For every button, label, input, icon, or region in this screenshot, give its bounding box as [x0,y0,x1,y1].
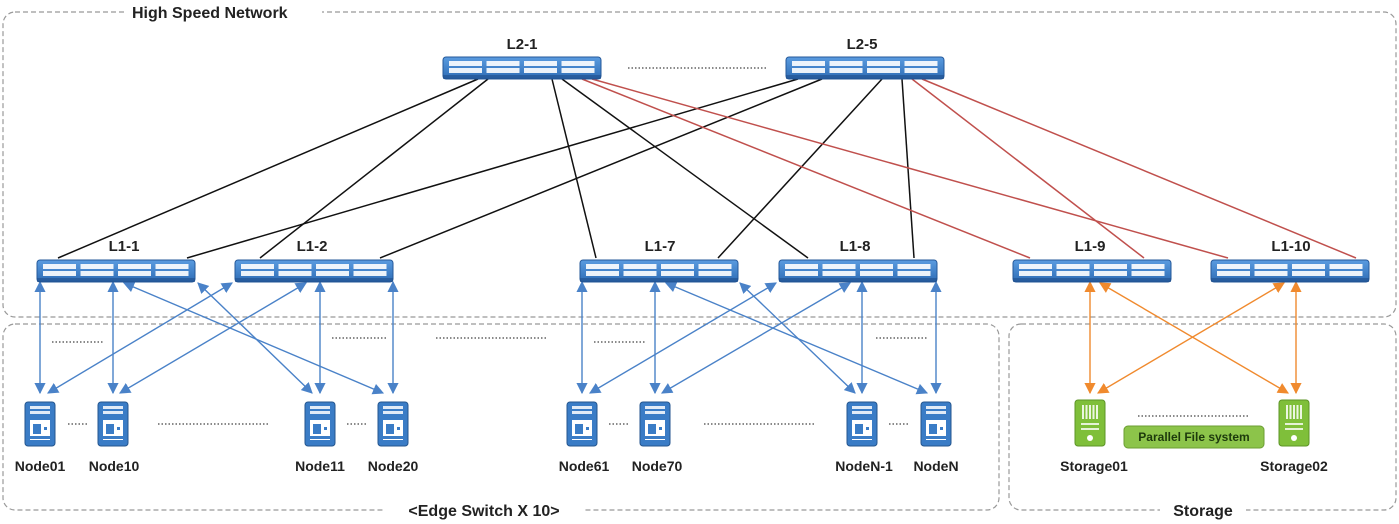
storage-label-storage01: Storage01 [1060,458,1128,474]
storage-server-storage01-icon [1074,399,1106,447]
server-noden-icon [920,401,952,447]
server-layer [24,399,1310,447]
node-label-node70: Node70 [632,458,683,474]
switch-label-l1-9: L1-9 [1075,238,1106,255]
server-node10-icon [97,401,129,447]
storage-group [1008,323,1397,511]
node-label-node61: Node61 [559,458,610,474]
switch-label-l1-8: L1-8 [840,238,871,255]
switch-label-l1-2: L1-2 [297,238,328,255]
switch-l1-8-icon [778,259,938,283]
switch-l2-1-icon [442,56,602,80]
storage-server-storage02-icon [1278,399,1310,447]
parallel-file-system-label: Parallel File system [1138,430,1249,444]
switch-label-l2-5: L2-5 [847,36,878,53]
node-label-noden: NodeN [913,458,958,474]
storage-links [1084,280,1302,395]
switch-layer [36,56,1370,283]
switch-l1-2-icon [234,259,394,283]
server-node20-icon [377,401,409,447]
edge-switch-label: <Edge Switch X 10> [408,503,559,520]
switch-label-l2-1: L2-1 [507,36,538,53]
server-node61-icon [566,401,598,447]
storage-group-label: Storage [1173,503,1233,520]
storage-label-storage02: Storage02 [1260,458,1328,474]
node-label-node01: Node01 [15,458,66,474]
node-label-node20: Node20 [368,458,419,474]
node-label-noden-1: NodeN-1 [835,458,893,474]
uplinks-red [581,78,1357,259]
switch-label-l1-10: L1-10 [1271,238,1310,255]
switch-label-l1-1: L1-1 [109,238,140,255]
server-node11-icon [304,401,336,447]
node-label-node10: Node10 [89,458,140,474]
node-links [34,280,942,395]
switch-l1-10-icon [1210,259,1370,283]
server-node70-icon [639,401,671,447]
switch-l1-9-icon [1012,259,1172,283]
node-label-node11: Node11 [295,458,345,474]
high-speed-network-label: High Speed Network [132,5,288,22]
ellipsis-dots [52,67,1250,425]
switch-l2-5-icon [785,56,945,80]
switch-label-l1-7: L1-7 [645,238,676,255]
parallel-file-system-badge [1123,425,1265,449]
server-noden-1-icon [846,401,878,447]
switch-l1-7-icon [579,259,739,283]
switch-l1-1-icon [36,259,196,283]
uplinks-black [57,78,915,259]
server-node01-icon [24,401,56,447]
